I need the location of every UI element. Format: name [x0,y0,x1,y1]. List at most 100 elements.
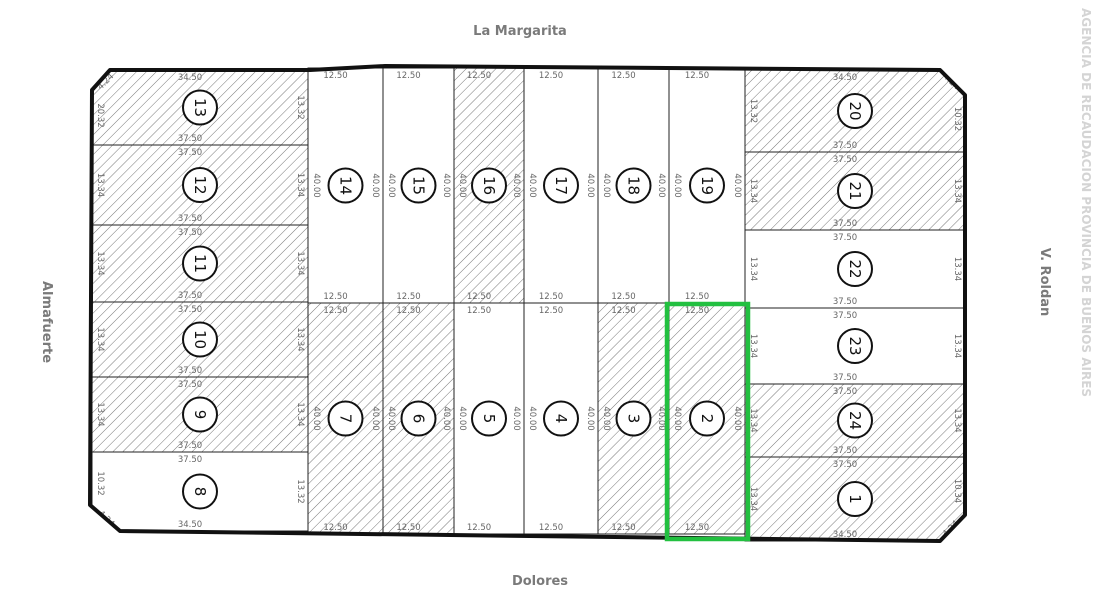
dim-top: 37.50 [178,380,202,390]
lot-number: 8 [191,487,209,497]
lot-number-circle [182,245,218,282]
street-label-right: V. Roldan [1037,248,1052,317]
dim-left: 40.00 [601,406,611,430]
lot-number: 22 [846,259,864,278]
dim-bottom: 12.50 [396,292,420,302]
lot-parcel[interactable] [307,67,384,304]
dim-right: 40.00 [441,173,451,197]
dim-top: 12.50 [396,306,420,316]
lot-number-circle [400,400,437,437]
lot-number-circle [327,167,364,204]
dim-left: 10.32 [95,471,105,495]
lot-number-circle [182,89,218,126]
dim-left: 13.34 [748,408,758,432]
lot-number-circle [543,167,579,204]
dim-bottom: 37.50 [833,219,857,229]
dim-top: 37.50 [178,228,202,238]
lot-number-circle [837,481,873,517]
dim-right: 13.34 [952,408,962,432]
dim-left: 40.00 [527,406,537,430]
dim-right: 40.00 [585,406,595,430]
dim-bottom: 12.50 [685,523,709,533]
lot-number: 9 [191,410,209,420]
lot-number: 4 [552,414,570,424]
selected-lot-highlight[interactable] [664,301,751,542]
dim-top: 37.50 [833,311,857,321]
dim-bottom: 12.50 [467,523,491,533]
lot-number: 18 [625,176,643,195]
lot-number: 20 [846,101,864,120]
lot-number-circle [543,400,579,437]
dim-top: 37.50 [833,460,857,470]
dim-left: 13.34 [95,327,105,351]
dim-bottom: 34.50 [833,530,857,540]
lot-number: 19 [698,176,716,195]
lot-number-circle [837,93,873,129]
street-label-top: La Margarita [473,24,567,39]
lot-number-circle [400,167,437,204]
block-border [88,64,967,543]
lot-number-circle [837,173,873,209]
dim-top: 12.50 [323,71,347,81]
lot-number: 11 [191,254,209,273]
dim-bottom: 37.50 [178,134,202,144]
dim-bottom: 37.50 [833,446,857,456]
dim-bottom: 37.50 [833,297,857,307]
dim-top: 12.50 [611,306,635,316]
dim-bottom: 12.50 [611,292,635,302]
dim-left: 40.00 [601,173,611,197]
corner-mask [0,505,120,600]
lot-number: 23 [846,336,864,355]
dim-bottom: 12.50 [685,292,709,302]
lot-number: 13 [191,98,209,117]
dim-left: 40.00 [457,173,467,197]
dim-bottom: 12.50 [323,292,347,302]
lot-number-circle [837,328,873,364]
dim-top: 37.50 [178,148,202,158]
dim-bottom: 37.50 [178,441,202,451]
dim-right: 13.34 [952,334,962,358]
street-label-left: Almafuerte [39,281,54,363]
dim-right: 40.00 [370,406,380,430]
dim-top: 12.50 [396,71,420,81]
dim-left: 40.00 [672,173,682,197]
lot-number: 10 [191,330,209,349]
lot-number-circle [471,167,507,204]
dim-top: 37.50 [833,387,857,397]
dim-left: 40.00 [386,173,396,197]
dim-bottom: 12.50 [396,523,420,533]
lot-number: 24 [846,411,864,430]
dim-bottom: 37.50 [833,373,857,383]
dim-bottom: 12.50 [611,523,635,533]
dim-bottom: 37.50 [178,291,202,301]
corner-mask [940,0,1000,95]
dim-top: 37.50 [833,155,857,165]
dim-right: 40.00 [656,406,666,430]
dim-bottom: 12.50 [539,292,563,302]
lot-24[interactable]: 24 37.50 37.50 13.34 13.34 [744,383,966,458]
